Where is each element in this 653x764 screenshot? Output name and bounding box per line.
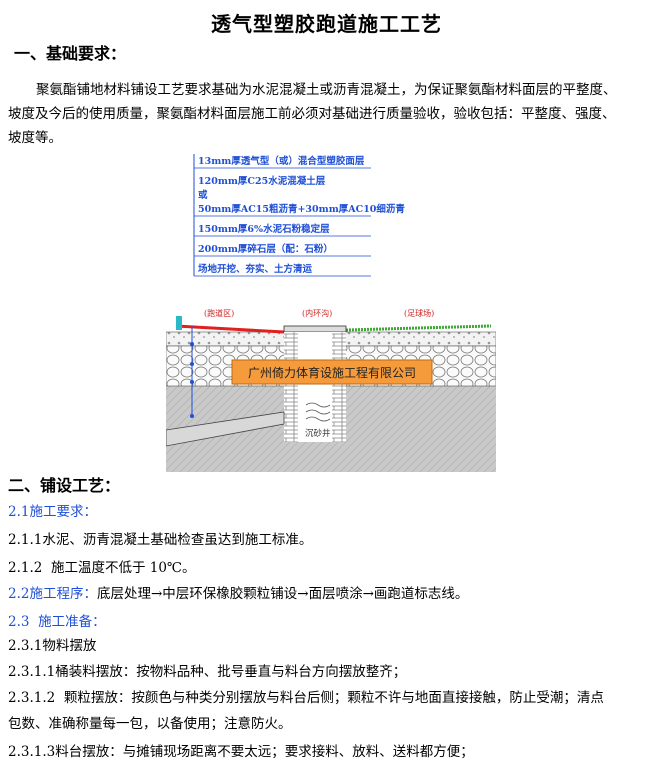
track-cross-section-diagram: 13mm厚透气型（或）混合型塑胶面层 120mm厚C25水泥混凝土层 或 50m… bbox=[166, 154, 496, 472]
legend-layer-3: 150mm厚6%水泥石粉稳定层 bbox=[198, 223, 330, 235]
track-surface bbox=[175, 324, 285, 334]
well-label: 沉砂井 bbox=[305, 428, 331, 439]
item-number: 2.1 bbox=[8, 504, 30, 520]
item-number: 2.3.1.2 bbox=[8, 690, 56, 706]
item-text: 水泥、沥青混凝土基础检查虽达到施工标准。 bbox=[42, 532, 313, 548]
drain-pipe bbox=[166, 411, 285, 447]
item-label: 施工准备： bbox=[38, 614, 106, 630]
curb bbox=[176, 316, 182, 330]
item-number: 2.1.2 bbox=[8, 560, 43, 576]
legend-layer-2: 120mm厚C25水泥混凝土层 bbox=[198, 175, 326, 187]
item-number: 2.1.1 bbox=[8, 532, 43, 548]
item-number: 2.2 bbox=[8, 586, 30, 602]
legend-layer-2-alt: 50mm厚AC15粗沥青+30mm厚AC10细沥青 bbox=[198, 203, 405, 215]
section2-item: 2.3 施工准备： bbox=[8, 610, 106, 630]
item-text: 包数、准确称量每一包，以备使用；注意防火。 bbox=[8, 716, 292, 732]
para-line: 坡度等。 bbox=[8, 130, 62, 146]
zone-label-ditch: (内环沟) bbox=[302, 308, 332, 318]
item-text: 底层处理→中层环保橡胶颗粒铺设→面层喷涂→画跑道标志线。 bbox=[96, 586, 469, 602]
item-number: 2.3.1.3 bbox=[8, 744, 56, 760]
document-title: 透气型塑胶跑道施工工艺 bbox=[211, 12, 442, 36]
section2-item: 包数、准确称量每一包，以备使用；注意防火。 bbox=[8, 712, 292, 732]
well-wall-right bbox=[332, 332, 346, 442]
zone-label-track: (跑道区) bbox=[204, 308, 234, 318]
layer-legend: 13mm厚透气型（或）混合型塑胶面层 120mm厚C25水泥混凝土层 或 50m… bbox=[193, 154, 405, 277]
company-banner-text: 广州倚力体育设施工程有限公司 bbox=[248, 365, 416, 380]
section2-item: 2.3.1.1桶装料摆放：按物料品种、批号垂直与料台方向摆放整齐； bbox=[8, 660, 406, 680]
item-text: 料台摆放：与摊铺现场距离不要太远；要求接料、放料、送料都方便； bbox=[55, 744, 474, 760]
section2-heading: 二、铺设工艺： bbox=[8, 476, 121, 495]
section2-item: 2.3.1.3料台摆放：与摊铺现场距离不要太远；要求接料、放料、送料都方便； bbox=[8, 740, 474, 760]
legend-layer-4: 200mm厚碎石层（配：石粉） bbox=[198, 243, 333, 255]
item-label: 施工程序： bbox=[29, 586, 97, 602]
section2-item: 2.1施工要求： bbox=[8, 500, 97, 520]
item-text: 颗粒摆放：按颜色与种类分别摆放与料台后侧；颗粒不许与地面直接接触，防止受潮；清点 bbox=[63, 690, 604, 706]
item-label: 施工要求： bbox=[29, 504, 97, 520]
item-text: 物料摆放 bbox=[42, 638, 97, 654]
section2-item: 2.3.1物料摆放 bbox=[8, 634, 96, 654]
legend-layer-1: 13mm厚透气型（或）混合型塑胶面层 bbox=[198, 155, 365, 167]
item-number: 2.3.1 bbox=[8, 638, 43, 654]
zone-label-football: (足球场) bbox=[404, 308, 434, 318]
item-number: 2.3 bbox=[8, 614, 30, 630]
section1-heading: 一、基础要求： bbox=[14, 44, 127, 63]
well-wall-left bbox=[284, 332, 298, 442]
section2-item: 2.3.1.2 颗粒摆放：按颜色与种类分别摆放与料台后侧；颗粒不许与地面直接接触… bbox=[8, 686, 604, 706]
item-text: 桶装料摆放：按物料品种、批号垂直与料台方向摆放整齐； bbox=[55, 664, 407, 680]
company-banner bbox=[231, 359, 433, 385]
grass-surface bbox=[345, 324, 492, 332]
item-number: 2.3.1.1 bbox=[8, 664, 56, 680]
section2-item: 2.1.2 施工温度不低于 10℃。 bbox=[8, 556, 196, 576]
legend-layer-5: 场地开挖、夯实、土方清运 bbox=[198, 263, 313, 275]
item-text: 施工温度不低于 10℃。 bbox=[50, 560, 196, 576]
legend-layer-2-or: 或 bbox=[198, 189, 208, 201]
ditch-cover bbox=[283, 325, 347, 333]
section2-item: 2.2施工程序：底层处理→中层环保橡胶颗粒铺设→面层喷涂→画跑道标志线。 bbox=[8, 582, 468, 602]
para-line: 聚氨酯铺地材料铺设工艺要求基础为水泥混凝土或沥青混凝土，为保证聚氨酯材料面层的平… bbox=[36, 82, 617, 98]
well-interior bbox=[298, 332, 332, 442]
section2-item: 2.1.1水泥、沥青混凝土基础检查虽达到施工标准。 bbox=[8, 528, 312, 548]
section1-paragraph: 聚氨酯铺地材料铺设工艺要求基础为水泥混凝土或沥青混凝土，为保证聚氨酯材料面层的平… bbox=[8, 78, 648, 150]
para-line: 坡度及今后的使用质量，聚氨酯材料面层施工前必须对基础进行质量验收，验收包括：平整… bbox=[8, 106, 616, 122]
